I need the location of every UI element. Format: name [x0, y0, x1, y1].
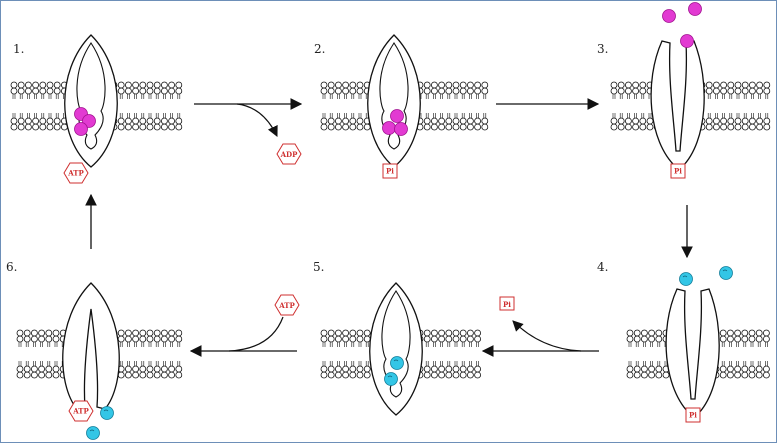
stage-4-pump: Pi: [626, 266, 770, 423]
step-label-6: 6.: [6, 260, 17, 274]
pi-released-label: Pi: [503, 300, 511, 309]
potassium-ion-2: [86, 426, 100, 440]
stage-tag-label-1: ATP: [67, 169, 84, 178]
step-label-1: 1.: [13, 42, 24, 56]
membrane-1: [10, 81, 183, 131]
potassium-ion-1: [390, 356, 404, 370]
potassium-ion-1: [679, 272, 693, 286]
pump-protein-outline: [650, 40, 705, 168]
stage-tag-2: Pi: [382, 163, 398, 179]
potassium-ion-2: [719, 266, 733, 280]
sodium-ion-2: [382, 121, 396, 135]
potassium-ion-2: [384, 372, 398, 386]
stage-tag-label-3: Pi: [674, 167, 682, 176]
sodium-ion-1: [390, 109, 404, 123]
adp-molecule: ADP: [276, 143, 302, 165]
stage-tag-label-4: Pi: [689, 411, 697, 420]
pi-released-molecule: Pi: [499, 296, 515, 311]
stage-tag-3: Pi: [670, 163, 686, 179]
stage-tag-6: ATP: [68, 400, 94, 422]
sodium-ion-1: [662, 9, 676, 23]
stage-3-pump: Pi: [610, 2, 771, 179]
membrane-5: [320, 329, 482, 379]
sodium-ion-2: [688, 2, 702, 16]
sodium-ion-3: [680, 34, 694, 48]
sodium-ion-3: [74, 122, 88, 136]
potassium-ion-1: [100, 406, 114, 420]
sodium-ion-3: [394, 122, 408, 136]
stage-1-pump: ATP: [10, 34, 183, 184]
pump-protein-outline: [62, 282, 120, 410]
stage-tag-label-6: ATP: [72, 407, 89, 416]
membrane-3: [610, 81, 771, 131]
stage-5-pump: [320, 282, 482, 416]
stage-tag-1: ATP: [63, 162, 89, 184]
stage-tag-label-2: Pi: [386, 167, 394, 176]
pump-protein-outline: [665, 288, 720, 416]
step-label-4: 4.: [597, 260, 608, 274]
stage-6-pump: ATP: [16, 282, 183, 440]
pi-release-arrow: [512, 320, 582, 352]
adp-label: ADP: [280, 150, 299, 159]
atp-binding-label: ATP: [278, 301, 295, 310]
atp-binding-arrow: [228, 316, 284, 352]
adp-release-arrow: [236, 103, 278, 137]
step-label-5: 5.: [313, 260, 324, 274]
stage-tag-4: Pi: [685, 407, 701, 423]
step-label-3: 3.: [597, 42, 608, 56]
step-label-2: 2.: [314, 42, 325, 56]
stage-2-pump: Pi: [320, 34, 489, 179]
atp-binding-molecule: ATP: [274, 294, 300, 316]
